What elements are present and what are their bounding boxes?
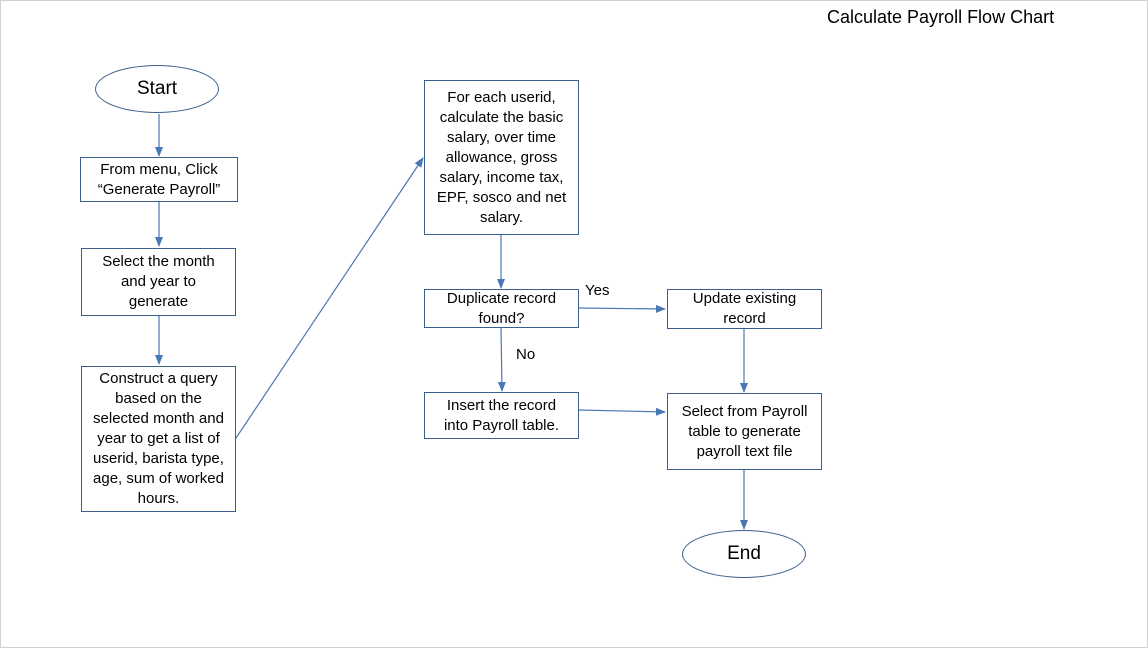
construct-query-step: Construct a query based on the selected … — [81, 366, 236, 512]
arrow-duplicate-yes-to-update — [577, 304, 666, 313]
no-label: No — [516, 346, 536, 363]
arrow-query-to-calculate — [235, 157, 424, 439]
select-from-payroll-step: Select from Payroll table to generate pa… — [667, 393, 822, 470]
arrow-duplicate-no-to-insert — [497, 327, 506, 392]
menu-click-generate-payroll-step: From menu, Click “Generate Payroll” — [80, 157, 238, 202]
start-terminator: Start — [95, 65, 219, 113]
duplicate-record-decision: Duplicate record found? — [424, 289, 579, 328]
yes-label: Yes — [585, 282, 610, 299]
select-month-year-step: Select the month and year to generate — [81, 248, 236, 316]
diagram-title: Calculate Payroll Flow Chart — [827, 7, 1055, 27]
update-existing-record-step: Update existing record — [667, 289, 822, 329]
calculate-salary-step: For each userid, calculate the basic sal… — [424, 80, 579, 235]
end-terminator: End — [682, 530, 806, 578]
arrow-insert-to-select-payroll — [578, 407, 666, 416]
insert-record-step: Insert the record into Payroll table. — [424, 392, 579, 439]
